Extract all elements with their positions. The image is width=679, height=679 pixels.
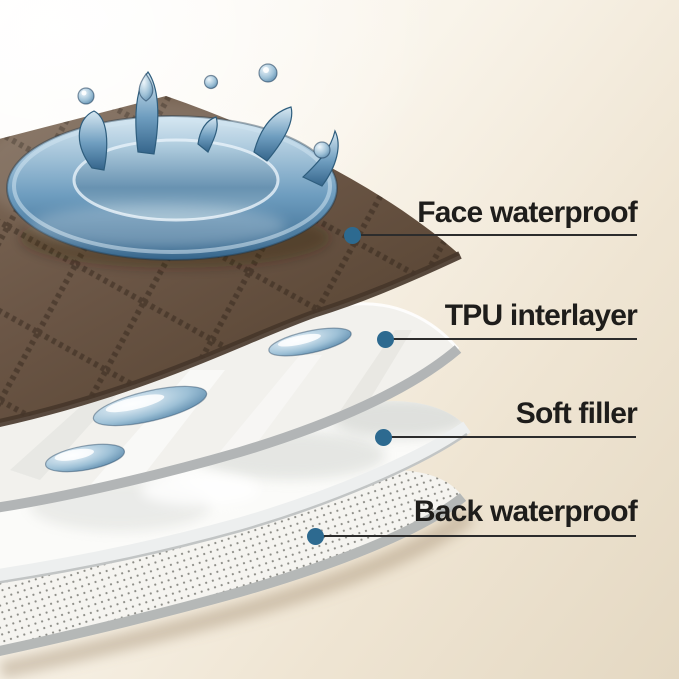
- tpu-layer-edge: [0, 345, 462, 513]
- water-splash: [6, 63, 339, 268]
- soft-filler-edge-line: [0, 432, 468, 584]
- tpu-top-highlight: [339, 302, 460, 350]
- splash-front-sheen: [30, 204, 286, 248]
- floating-droplets: [77, 63, 331, 159]
- splash-pool: [74, 140, 278, 220]
- back-layer-edge: [0, 493, 467, 657]
- face-layer-edge: [0, 251, 462, 427]
- back-waterproof-layer: [0, 470, 467, 657]
- splash-rim-highlight: [12, 118, 332, 254]
- layer-shadow: [0, 507, 475, 679]
- tpu-water-droplets: [44, 327, 352, 473]
- soft-filler-edge: [0, 421, 471, 582]
